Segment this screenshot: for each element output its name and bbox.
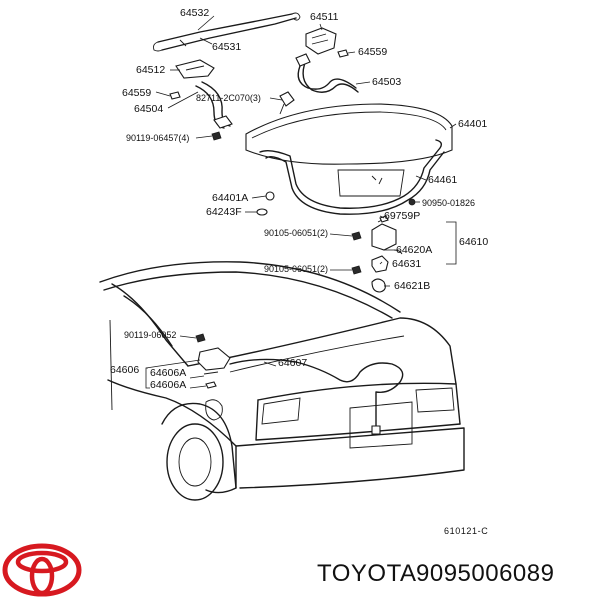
torsion-bar-assembly <box>153 12 301 52</box>
bolt-90119-06457 <box>211 131 222 141</box>
label-64401: 64401 <box>458 118 487 130</box>
label-90105-06051-b: 90105-06051(2) <box>264 264 328 274</box>
label-90119-06457: 90119-06457(4) <box>126 133 189 143</box>
label-69759P: 69759P <box>384 210 420 222</box>
hinge-bracket-64511 <box>305 27 337 55</box>
label-64559-right: 64559 <box>358 46 387 58</box>
toyota-logo <box>2 543 82 597</box>
label-64532: 64532 <box>180 7 209 19</box>
label-64503: 64503 <box>372 76 401 88</box>
group-bracket-64606 <box>145 367 150 389</box>
hinge-arm-64504 <box>195 81 233 129</box>
label-64620A: 64620A <box>396 244 432 256</box>
cushion-64243F <box>256 208 268 216</box>
label-64511: 64511 <box>310 11 339 23</box>
stopper-64401A <box>265 191 275 201</box>
label-64243F: 64243F <box>206 206 242 218</box>
label-64504: 64504 <box>134 103 163 115</box>
label-64606: 64606 <box>110 364 139 376</box>
hinge-arm-64503 <box>295 53 359 93</box>
weatherstrip-64461 <box>259 139 445 215</box>
label-64621B: 64621B <box>394 280 430 292</box>
figure-code: 610121-C <box>444 526 488 536</box>
label-64606A-1: 64606A <box>150 367 186 379</box>
leader-lines <box>145 15 457 389</box>
release-lever-64606 <box>195 333 231 389</box>
label-64607: 64607 <box>278 357 307 369</box>
label-90119-06052: 90119-06052 <box>124 330 176 340</box>
label-64512: 64512 <box>136 64 165 76</box>
label-64610: 64610 <box>459 236 488 248</box>
release-cable-64607 <box>229 358 404 435</box>
car-body <box>99 261 465 501</box>
part-number: 9095006089 <box>416 560 554 587</box>
part-labels: 64532 64531 64511 64559 64512 64503 6455… <box>110 7 488 536</box>
clamp-82711 <box>279 91 295 115</box>
trunk-lid-64401 <box>245 103 453 165</box>
label-64559-left: 64559 <box>122 87 151 99</box>
label-64606A-2: 64606A <box>150 379 186 391</box>
label-64531: 64531 <box>212 41 241 53</box>
brand-name: TOYOTA <box>317 560 416 587</box>
bolt-64559-left <box>169 91 181 100</box>
label-82711: 82711-2C070(3) <box>196 93 261 103</box>
bolt-64559-right <box>337 49 349 58</box>
label-90950-01826: 90950-01826 <box>422 198 475 208</box>
hinge-bracket-64512 <box>175 59 215 79</box>
label-64401A: 64401A <box>212 192 248 204</box>
group-bracket-64610 <box>446 221 457 265</box>
grommet-90950 <box>408 198 416 206</box>
label-90105-06051-a: 90105-06051(2) <box>264 228 328 238</box>
label-64461: 64461 <box>428 174 457 186</box>
label-64631: 64631 <box>392 258 421 270</box>
